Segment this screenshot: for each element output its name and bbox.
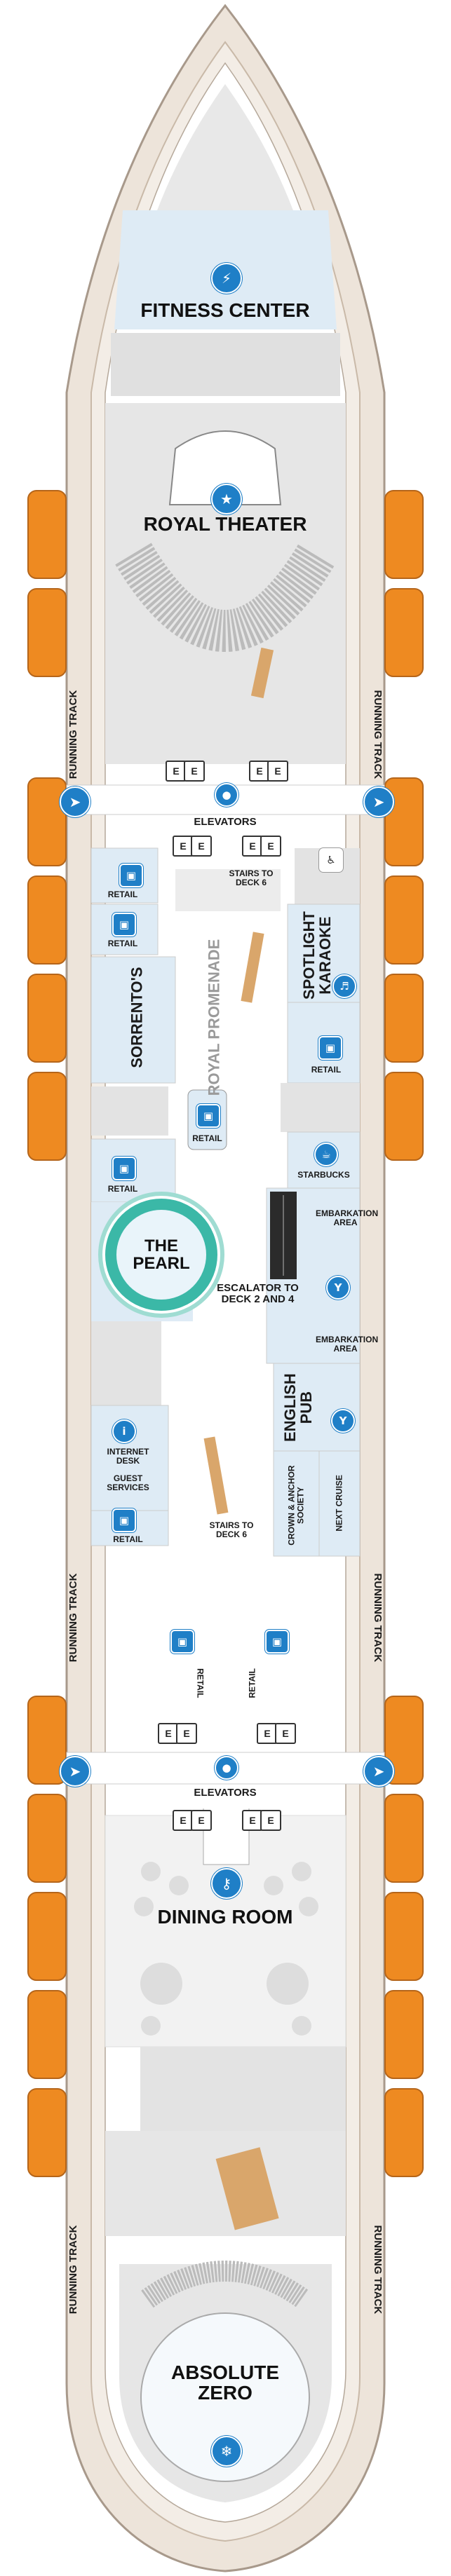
stairs-forward <box>241 932 264 1003</box>
karaoke-icon: ♬ <box>332 974 356 998</box>
retail-bag-icon: ▣ <box>112 1508 136 1532</box>
theater-stage <box>168 430 282 505</box>
port-gray-1 <box>91 1086 168 1136</box>
retail-bag-icon: ▣ <box>119 864 143 887</box>
dining-tables <box>134 1862 318 2036</box>
next-cruise-label: NEXT CRUISE <box>334 1474 344 1532</box>
dining-center-arch <box>203 1808 250 1865</box>
elevator-marker: E <box>275 1723 296 1744</box>
wheelchair-icon: ♿ <box>319 848 343 872</box>
theater-seating <box>115 543 335 652</box>
crown-anchor-room <box>273 1450 320 1557</box>
the-pearl: THE PEARL <box>105 1199 217 1311</box>
ice-rink <box>140 2312 310 2482</box>
stairs-aft <box>203 1436 229 1515</box>
starbucks-label: STARBUCKS <box>297 1170 350 1180</box>
embarkation-label-1: EMBARKATION AREA <box>316 1208 379 1227</box>
retail-label-aft-stbd: RETAIL <box>247 1668 257 1698</box>
promenade-center-gray <box>175 869 281 911</box>
elevators-forward-label: ELEVATORS <box>194 816 257 828</box>
english-pub-label: ENGLISH PUB <box>281 1373 315 1442</box>
absolute-zero-seating <box>141 2261 309 2308</box>
running-icon: ➤ <box>363 1756 394 1787</box>
retail-label-port-1: RETAIL <box>107 890 138 899</box>
elevator-marker: E <box>173 836 194 857</box>
spotlight-karaoke-label: SPOTLIGHT KARAOKE <box>299 911 334 1000</box>
running-track-label-stbd-1: RUNNING TRACK <box>371 690 384 779</box>
stairs-deck6-forward-label: STAIRS TO DECK 6 <box>229 868 274 887</box>
royal-theater-label: ROYAL THEATER <box>143 513 307 535</box>
elevators-aft-label: ELEVATORS <box>194 1787 257 1799</box>
retail-label-stbd-1: RETAIL <box>311 1065 342 1075</box>
aft-stairs <box>215 2147 279 2230</box>
absolute-zero-label: ABSOLUTE ZERO <box>171 2362 279 2404</box>
elevator-marker: E <box>257 1723 278 1744</box>
lifeboats-port <box>27 490 67 2177</box>
escalator-label: ESCALATOR TO DECK 2 AND 4 <box>217 1282 299 1305</box>
retail-bag-icon: ▣ <box>196 1104 220 1128</box>
aft-room-2 <box>210 2047 346 2131</box>
lifeboats-starboard <box>384 490 424 2177</box>
retail-bag-icon: ▣ <box>170 1630 194 1654</box>
dining-icon: ⚷ <box>211 1868 242 1899</box>
port-gray-2 <box>91 1321 161 1405</box>
elevator-marker: E <box>176 1723 197 1744</box>
theater-stair <box>250 647 274 699</box>
stbd-gray-2 <box>281 1083 360 1132</box>
cocktail-icon: Y <box>331 1409 355 1433</box>
fitness-center-label: FITNESS CENTER <box>140 299 310 321</box>
next-cruise-room <box>318 1450 361 1557</box>
guest-services-label: GUEST SERVICES <box>107 1473 149 1492</box>
elevator-marker: E <box>242 1810 263 1831</box>
restroom-icon: ● <box>215 1756 238 1780</box>
info-icon: i <box>112 1419 136 1443</box>
running-icon: ➤ <box>363 786 394 817</box>
english-pub-room <box>273 1363 361 1452</box>
running-track-label-port-2: RUNNING TRACK <box>67 1573 80 1663</box>
retail-bag-icon: ▣ <box>318 1036 342 1060</box>
retail-label-port-3: RETAIL <box>107 1184 138 1194</box>
retail-label-port-2: RETAIL <box>107 939 138 948</box>
elevator-marker: E <box>184 761 205 782</box>
cocktail-icon: Y <box>326 1276 350 1300</box>
running-track-label-stbd-2: RUNNING TRACK <box>371 1573 384 1663</box>
coffee-icon: ☕ <box>314 1143 338 1166</box>
retail-bag-icon: ▣ <box>112 913 136 936</box>
retail-bag-icon: ▣ <box>112 1157 136 1180</box>
elevator-marker: E <box>191 1810 212 1831</box>
running-track-label-port-3: RUNNING TRACK <box>67 2225 80 2315</box>
ice-skating-icon: ❄ <box>211 2436 242 2467</box>
stairs-deck6-aft-label: STAIRS TO DECK 6 <box>209 1520 254 1539</box>
royal-promenade-label: ROYAL PROMENADE <box>205 939 223 1096</box>
theater-icon: ★ <box>211 484 242 514</box>
sorrentos-label: SORRENTO'S <box>128 967 146 1068</box>
the-pearl-label: THE PEARL <box>133 1236 190 1273</box>
sorrentos-room <box>90 956 176 1084</box>
running-track-label-port-1: RUNNING TRACK <box>67 690 80 779</box>
elevator-marker: E <box>260 1810 281 1831</box>
elevator-marker: E <box>249 761 270 782</box>
retail-label-port-4: RETAIL <box>113 1534 143 1544</box>
running-icon: ➤ <box>60 1756 90 1787</box>
fitness-icon: ⚡ <box>211 263 242 294</box>
restroom-icon: ● <box>215 783 238 807</box>
dining-room-label: DINING ROOM <box>157 1906 293 1928</box>
crown-anchor-label: CROWN & ANCHOR SOCIETY <box>286 1465 305 1546</box>
running-track-label-stbd-3: RUNNING TRACK <box>371 2225 384 2315</box>
elevator-marker: E <box>267 761 288 782</box>
embarkation-label-2: EMBARKATION AREA <box>316 1335 379 1354</box>
elevator-marker: E <box>260 836 281 857</box>
retail-label-aft-port: RETAIL <box>195 1668 206 1698</box>
retail-bag-icon: ▣ <box>265 1630 289 1654</box>
bow-lower-room <box>111 333 340 396</box>
running-icon: ➤ <box>60 786 90 817</box>
retail-label-kiosk: RETAIL <box>192 1133 222 1143</box>
internet-desk-label: INTERNET DESK <box>107 1447 149 1466</box>
elevator-marker: E <box>191 836 212 857</box>
